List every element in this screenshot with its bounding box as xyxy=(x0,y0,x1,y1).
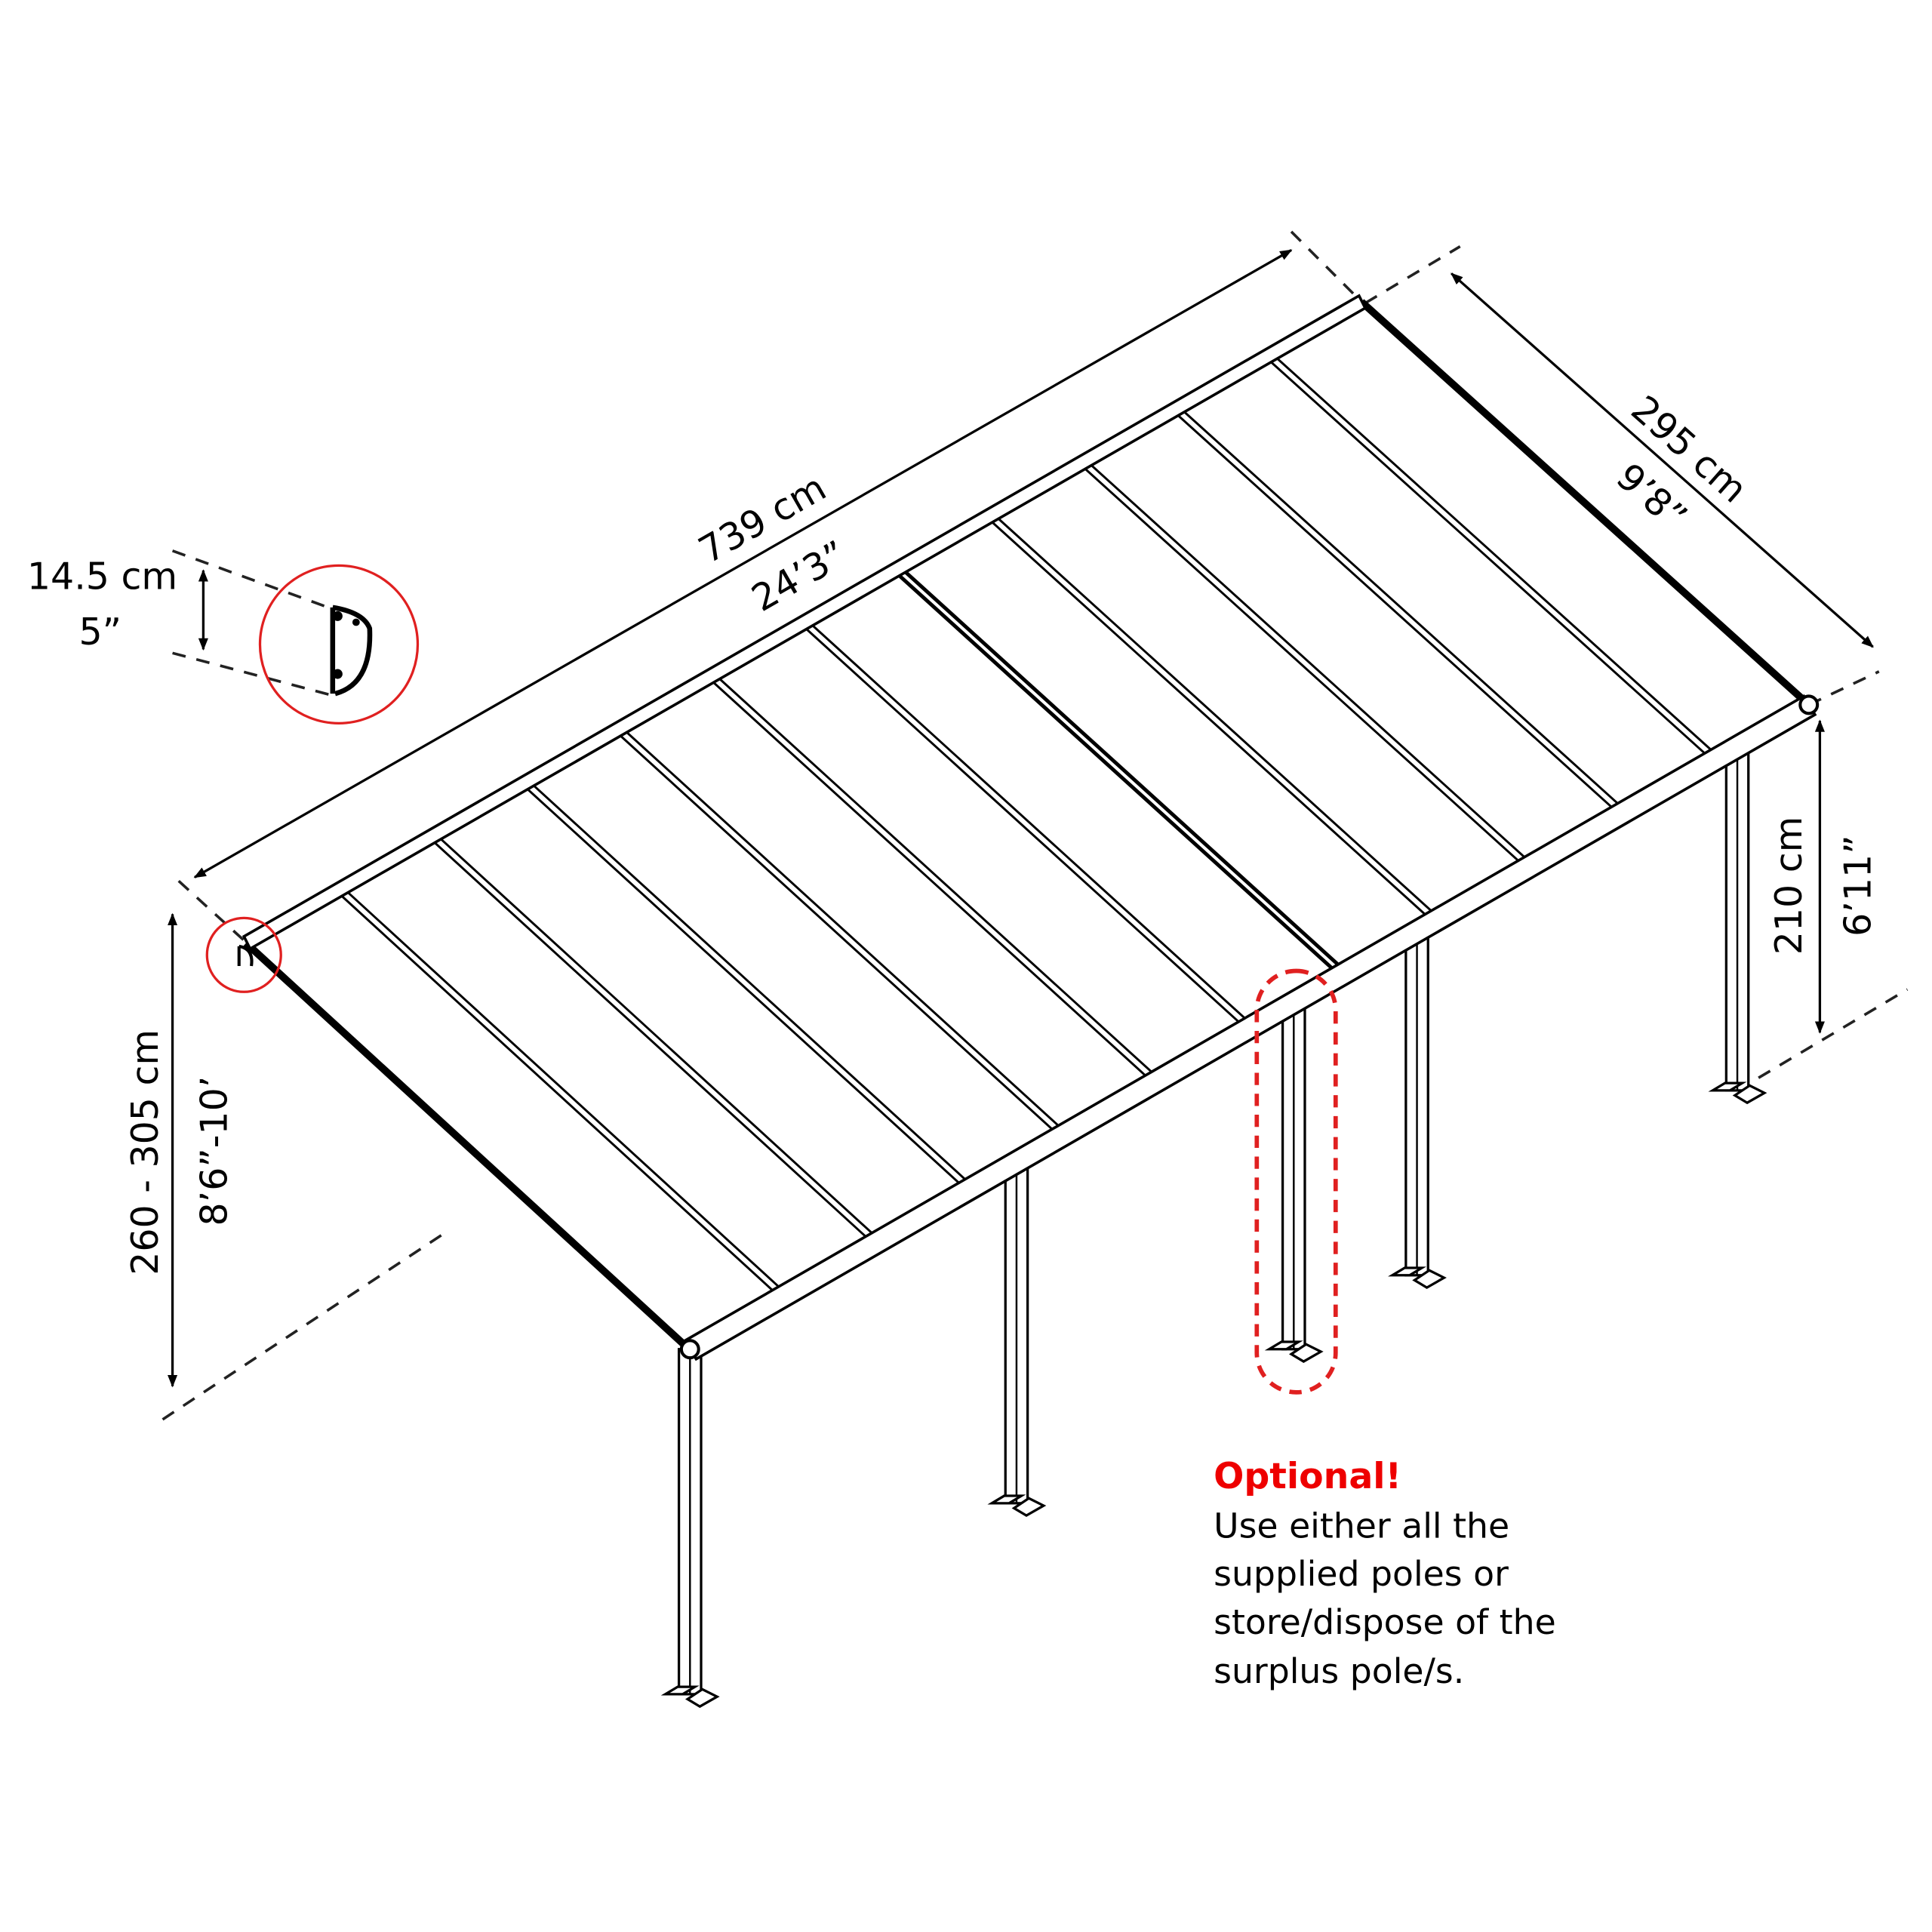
profile-cm-label: 14.5 cm xyxy=(27,555,177,598)
rafter xyxy=(891,566,1348,977)
rafter xyxy=(614,727,1068,1137)
rafter xyxy=(706,673,1161,1083)
back-height-cm-label: 260 - 305 cm xyxy=(124,1029,167,1275)
note-line: supplied poles or xyxy=(1214,1554,1509,1594)
rafter xyxy=(1264,353,1721,761)
gutter-profile-icon xyxy=(330,605,373,697)
profile-in-label: 5” xyxy=(78,611,122,654)
post xyxy=(1708,744,1767,1105)
profile-highlight-large xyxy=(258,564,420,724)
rafter xyxy=(799,620,1254,1029)
width-arrow xyxy=(1451,272,1874,648)
roof xyxy=(237,294,1820,1361)
post xyxy=(987,1159,1047,1518)
left-gutter xyxy=(243,939,694,1352)
length-arrow xyxy=(193,249,1293,878)
post xyxy=(1264,1000,1324,1363)
note-line: surplus pole/s. xyxy=(1214,1651,1464,1691)
rafter xyxy=(1171,406,1627,814)
back-height-ft-label: 8’6”-10’ xyxy=(192,1076,235,1226)
note-title: Optional! xyxy=(1214,1456,1401,1497)
right-gutter xyxy=(1358,299,1812,708)
optional-pole-highlight xyxy=(1254,968,1338,1395)
profile-highlight-small xyxy=(205,916,282,993)
rafter xyxy=(985,513,1441,922)
dimension-arrows xyxy=(168,249,1874,1388)
front-height-cm-label: 210 cm xyxy=(1767,817,1810,955)
post xyxy=(1388,929,1447,1290)
front-height-ft-label: 6’11” xyxy=(1836,835,1879,936)
rafter xyxy=(521,780,974,1191)
back-wall-beam xyxy=(242,294,1367,951)
rafter xyxy=(334,887,788,1298)
note-line: Use either all the xyxy=(1214,1506,1509,1546)
optional-note: Optional! Use either all the supplied po… xyxy=(1214,1456,1556,1691)
note-line: store/dispose of the xyxy=(1214,1602,1556,1642)
post xyxy=(660,1348,720,1709)
rafter xyxy=(1078,460,1534,869)
rafter xyxy=(427,833,881,1244)
